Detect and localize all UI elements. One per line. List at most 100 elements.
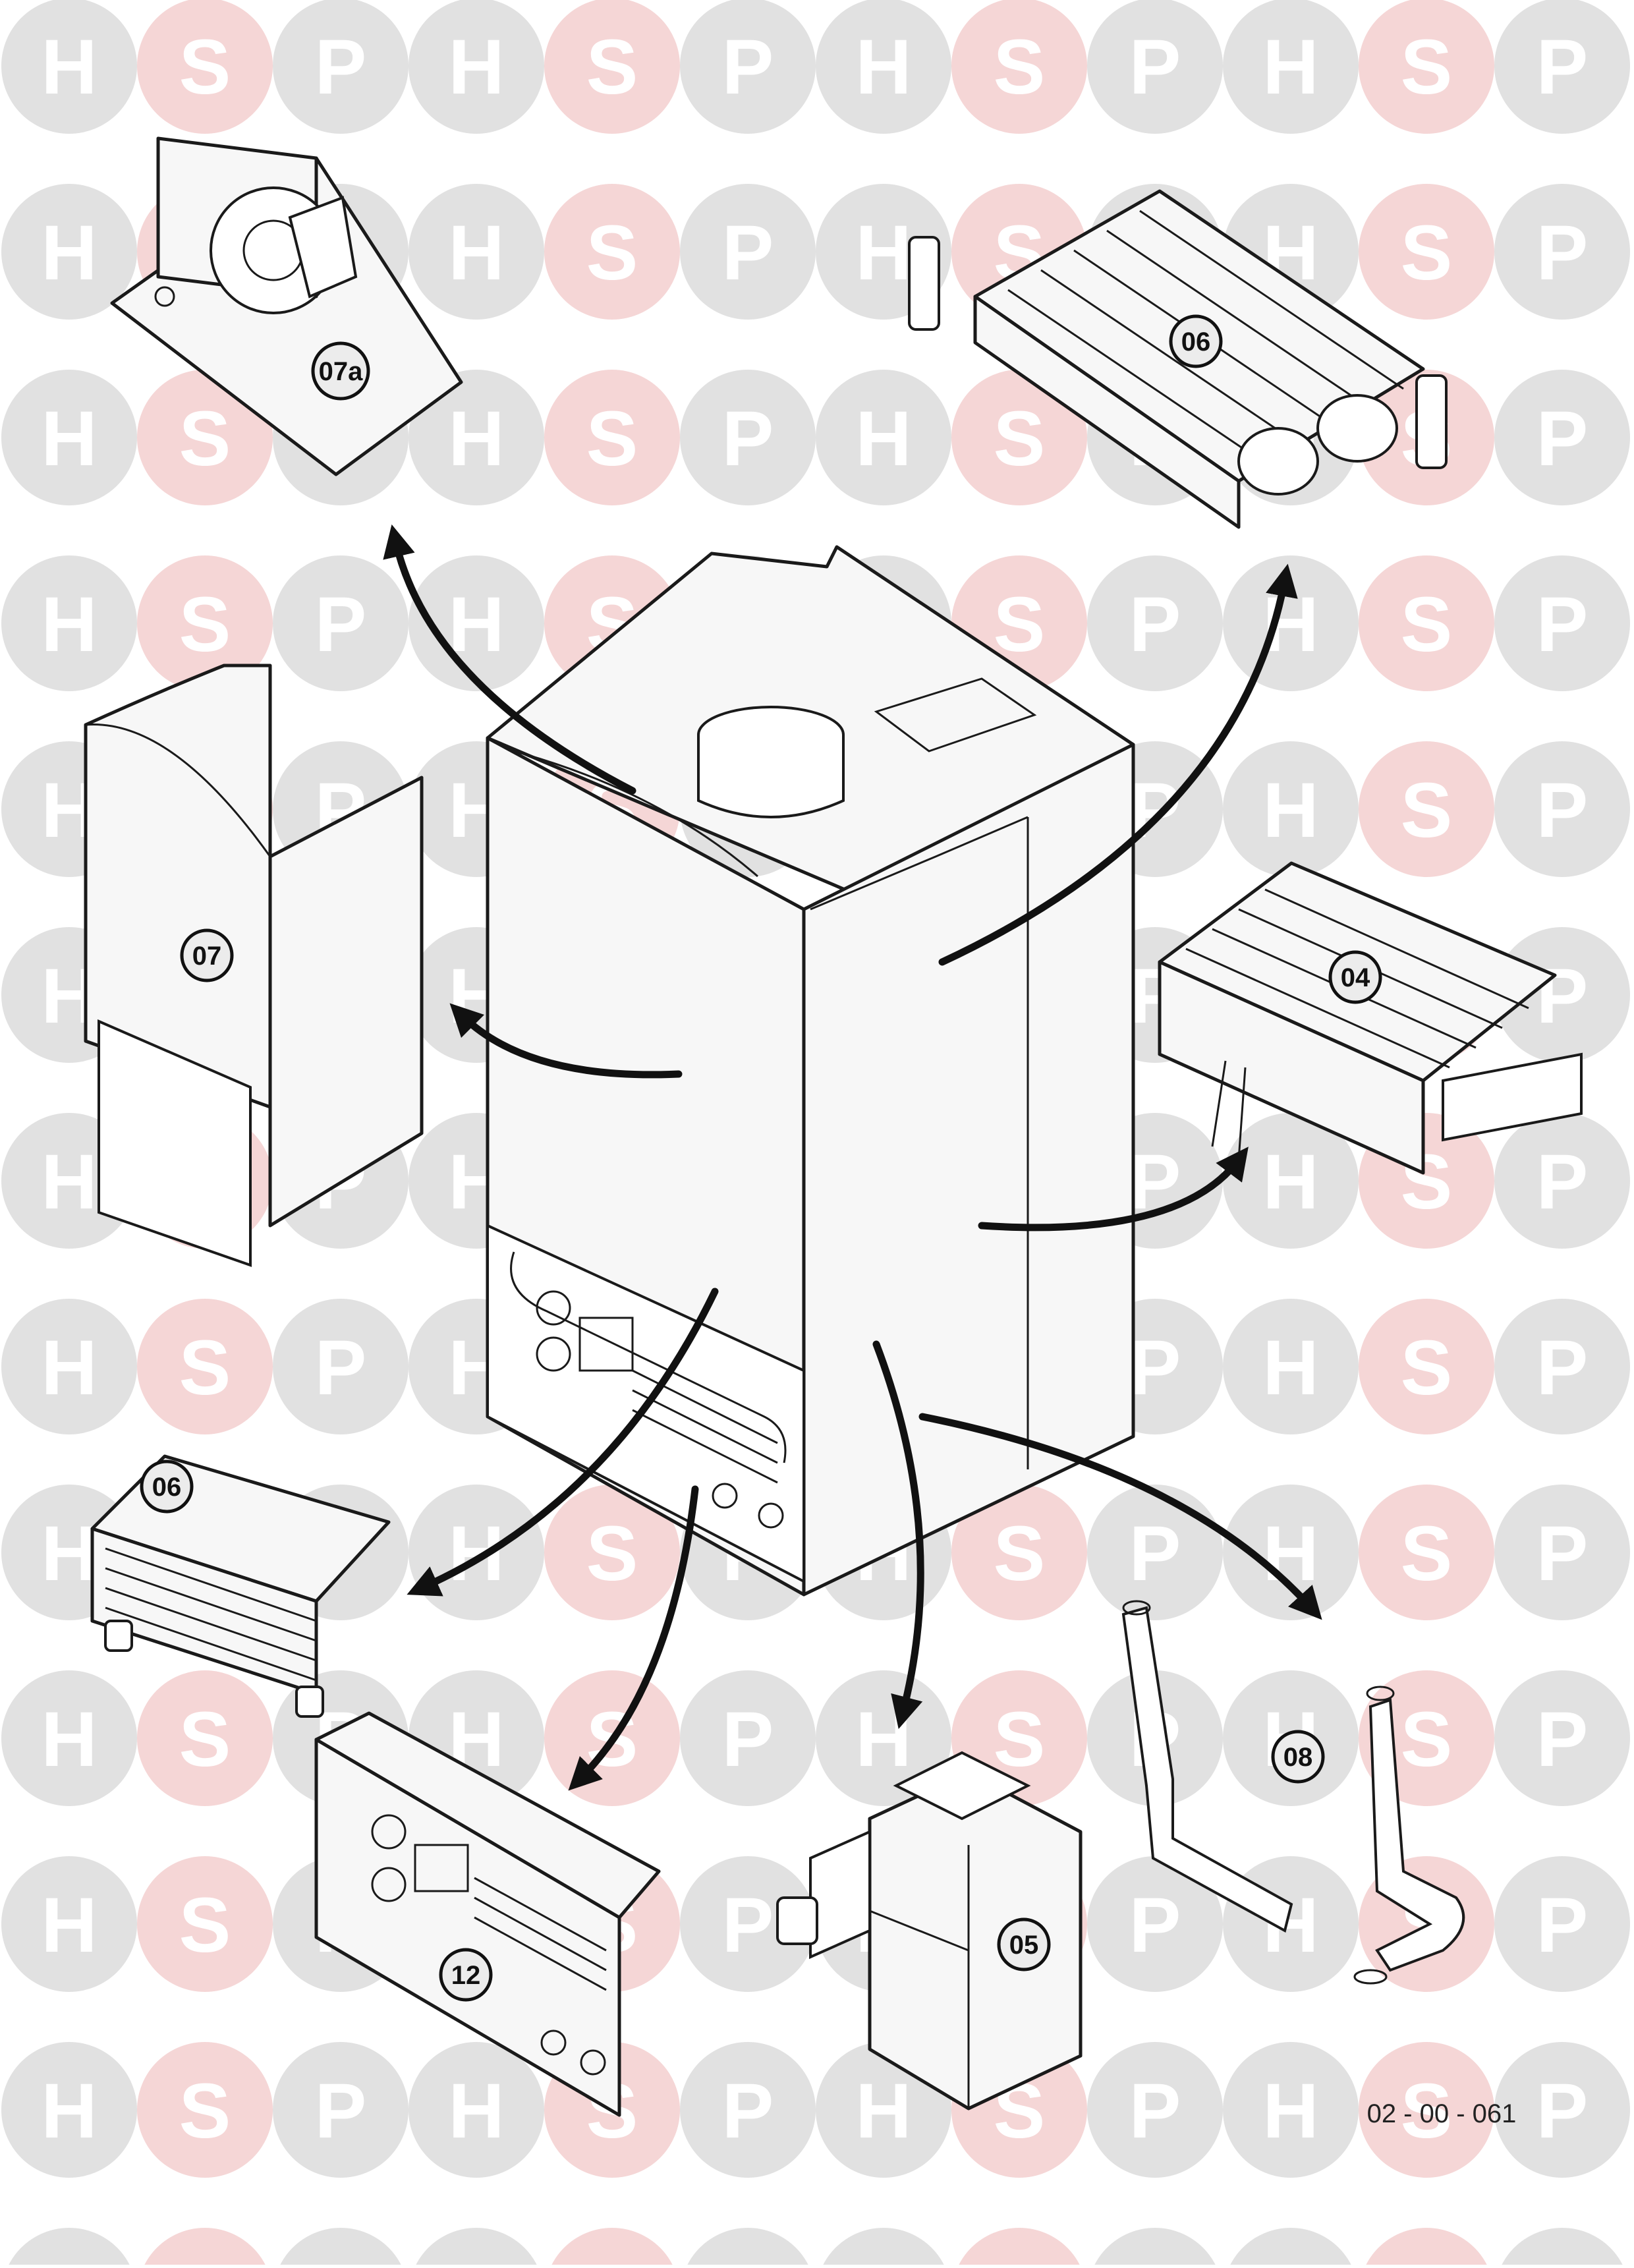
watermark-letter: P — [1536, 1882, 1589, 1969]
callout-burner: 04 — [1328, 950, 1382, 1004]
watermark-circle — [680, 1856, 816, 1992]
arrow-to-pipes — [918, 1413, 1322, 1620]
watermark-letter: S — [179, 2068, 231, 2155]
watermark-letter: H — [41, 2254, 97, 2265]
watermark-letter: P — [1536, 581, 1589, 668]
watermark-letter: S — [994, 24, 1046, 111]
arrow-to-case — [449, 1003, 683, 1079]
watermark-circle — [549, 2228, 675, 2268]
watermark-circle — [957, 2228, 1082, 2268]
watermark-circle — [273, 0, 408, 134]
watermark-letter: H — [41, 1324, 97, 1411]
watermark-letter: H — [41, 395, 97, 482]
watermark-circle — [680, 0, 816, 134]
watermark-letter: H — [448, 581, 504, 668]
watermark-circle — [951, 370, 1087, 505]
watermark-letter: S — [994, 1696, 1046, 1783]
watermark-letter: P — [722, 24, 774, 111]
watermark-circle — [137, 0, 273, 134]
watermark-circle — [137, 1670, 273, 1806]
watermark-circle — [1494, 370, 1630, 505]
watermark-letter: H — [855, 2254, 911, 2265]
arrow-to-plate-hx — [407, 1288, 719, 1597]
watermark-circle — [685, 2228, 810, 2268]
watermark-circle — [1, 555, 137, 691]
watermark-letter: S — [179, 2254, 231, 2265]
watermark-circle — [1092, 2228, 1218, 2268]
watermark-letter: S — [179, 581, 231, 668]
callout-burner-label: 04 — [1341, 963, 1370, 992]
watermark-circle — [680, 1670, 816, 1806]
watermark-circle — [142, 2228, 268, 2268]
watermark-circle — [1494, 184, 1630, 320]
watermark-letter: P — [315, 2254, 367, 2265]
watermark-circle — [1494, 2042, 1630, 2178]
watermark-letter: P — [722, 2254, 774, 2265]
watermark-letter: H — [448, 2254, 504, 2265]
watermark-letter: P — [1536, 210, 1589, 297]
watermark-circle — [1228, 2228, 1353, 2268]
watermark-letter: H — [448, 210, 504, 297]
watermark-letter: S — [1401, 24, 1453, 111]
watermark-letter: P — [1129, 2068, 1181, 2155]
watermark-letter: P — [722, 2068, 774, 2155]
watermark-circle — [1223, 1299, 1359, 1434]
pipes — [1121, 1600, 1465, 1985]
watermark-letter: H — [855, 24, 911, 111]
watermark-letter: P — [1536, 395, 1589, 482]
watermark-letter: S — [586, 1510, 638, 1597]
watermark-letter: P — [1129, 2254, 1181, 2265]
watermark-circle — [408, 370, 544, 505]
watermark-letter: P — [1536, 1696, 1589, 1783]
watermark-circle — [1494, 741, 1630, 877]
callout-gas-valve-label: 05 — [1009, 1931, 1039, 1960]
watermark-circle — [1, 1670, 137, 1806]
arrow-to-burner — [978, 1147, 1249, 1232]
watermark-letter: S — [586, 210, 638, 297]
watermark-circle — [1494, 555, 1630, 691]
watermark-circle — [1, 2042, 137, 2178]
watermark-circle — [680, 2042, 816, 2178]
watermark-letter: S — [179, 1882, 231, 1969]
watermark-letter: H — [448, 2068, 504, 2155]
watermark-circle — [1087, 0, 1223, 134]
watermark-letter: S — [179, 395, 231, 482]
watermark-letter: P — [315, 24, 367, 111]
watermark-letter: P — [722, 1696, 774, 1783]
watermark-circle — [1223, 0, 1359, 134]
watermark-circle — [1087, 1485, 1223, 1620]
watermark-letter: S — [1401, 581, 1453, 668]
watermark-letter: H — [1262, 2068, 1318, 2155]
watermark-circle — [1494, 1670, 1630, 1806]
watermark-letter: P — [1536, 953, 1589, 1040]
watermark-circle — [1494, 1856, 1630, 1992]
watermark-circle — [1364, 2228, 1489, 2268]
watermark-letter: S — [179, 24, 231, 111]
watermark-circle — [273, 2042, 408, 2178]
watermark-circle — [137, 370, 273, 505]
callout-gas-valve: 05 — [997, 1917, 1051, 1971]
watermark-letter: P — [1536, 24, 1589, 111]
callout-pipes-label: 08 — [1283, 1743, 1313, 1772]
diagram-ref: 02 - 00 - 061 — [1367, 2099, 1517, 2128]
watermark-letter: P — [1129, 24, 1181, 111]
gas-valve — [776, 1751, 1083, 2111]
watermark-circle — [1223, 1113, 1359, 1249]
watermark-letter: P — [1536, 2254, 1589, 2265]
watermark-letter: H — [41, 2068, 97, 2155]
watermark-letter: S — [179, 1696, 231, 1783]
watermark-circle — [414, 2228, 539, 2268]
control-panel — [314, 1711, 661, 2117]
watermark-circle — [1, 0, 137, 134]
watermark-circle — [1223, 741, 1359, 877]
watermark-letter: H — [41, 581, 97, 668]
watermark-circle — [544, 370, 680, 505]
watermark-circle — [544, 1485, 680, 1620]
watermark-circle — [680, 370, 816, 505]
watermark-circle — [1494, 0, 1630, 134]
watermark-circle — [821, 2228, 946, 2268]
watermark-letter: H — [448, 24, 504, 111]
watermark-letter: H — [1262, 767, 1318, 854]
